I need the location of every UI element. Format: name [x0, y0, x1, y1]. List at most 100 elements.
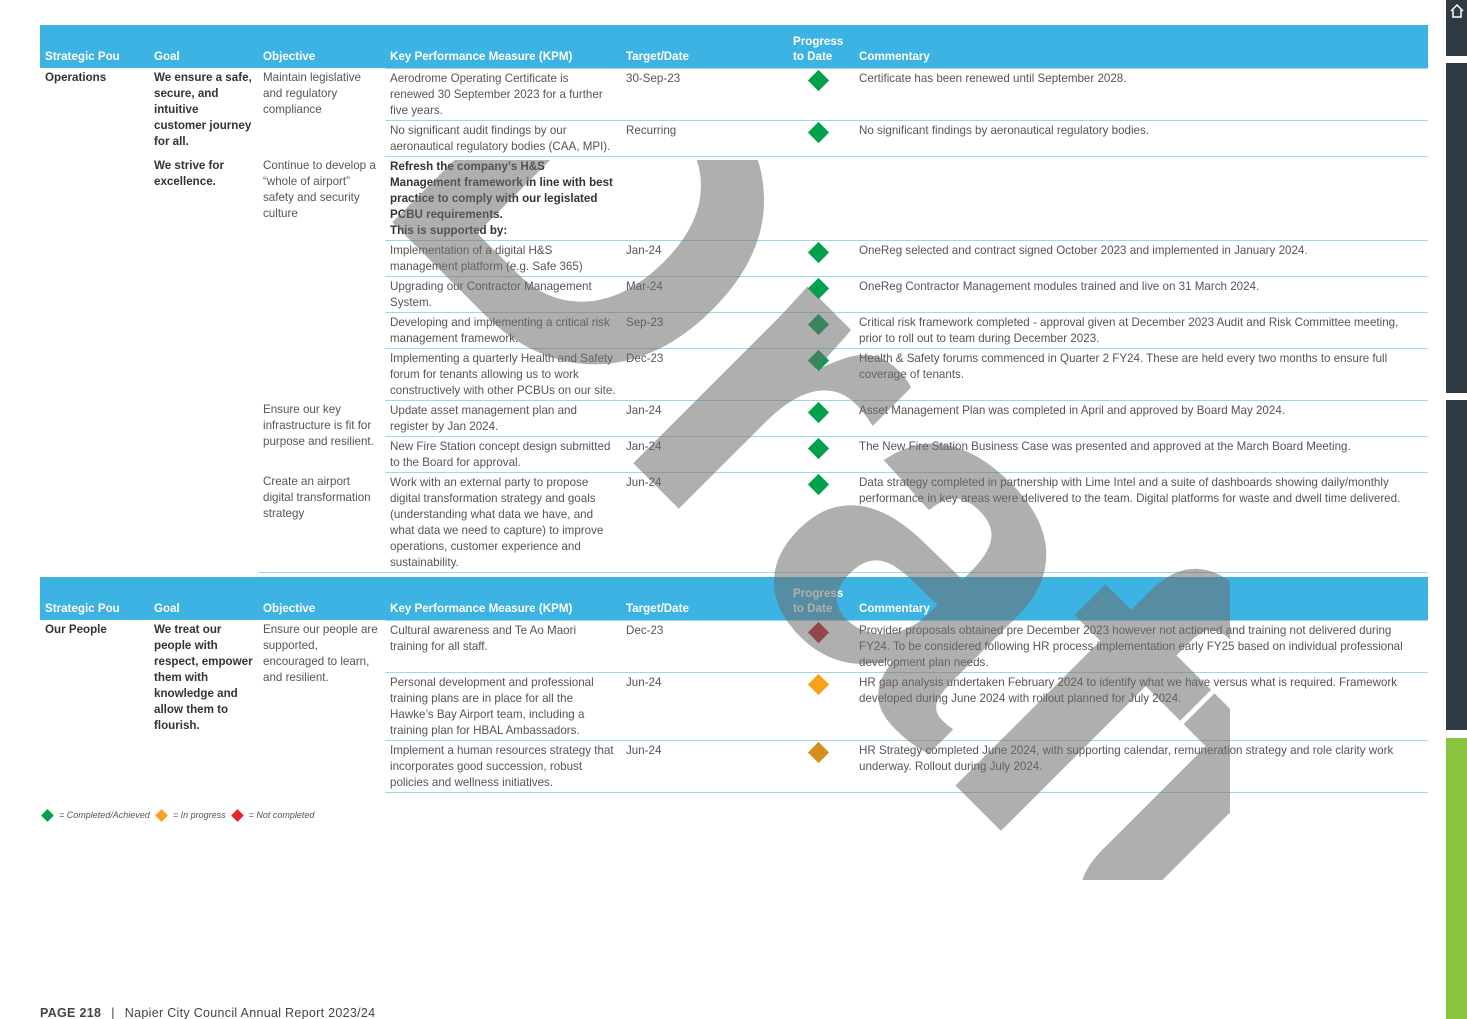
- sidebar-section-tab[interactable]: [1446, 400, 1467, 730]
- header-strategic-pou: Strategic Pou: [40, 577, 149, 620]
- objective-cell: Ensure our people are supported, encoura…: [263, 623, 378, 684]
- kpm-cell: Refresh the company’s H&S Management fra…: [385, 155, 621, 240]
- strategic-pou-cell: Our People: [45, 623, 107, 636]
- completed-diamond-icon: [807, 313, 830, 335]
- status-legend: = Completed/Achieved = In progress = Not…: [40, 808, 314, 822]
- table-row: Personal development and professional tr…: [40, 671, 1428, 740]
- progress-cell: [789, 671, 854, 740]
- kpm-cell: No significant audit findings by our aer…: [385, 119, 621, 157]
- objective-cell: Maintain legislative and regulatory comp…: [263, 71, 361, 116]
- target-cell: 30-Sep-23: [621, 67, 789, 120]
- header-objective: Objective: [258, 25, 385, 68]
- kpm-cell: Implementing a quarterly Health and Safe…: [385, 347, 621, 401]
- kpm-subheading: This is supported by:: [390, 223, 508, 237]
- in-progress-diamond-icon: [807, 673, 830, 695]
- header-progress-line2: to Date: [793, 49, 833, 63]
- header-progress-line2: to Date: [793, 601, 833, 615]
- target-cell: Sep-23: [621, 311, 789, 348]
- completed-diamond-icon: [807, 473, 830, 495]
- table-row: Create an airport digital transformation…: [40, 471, 1428, 573]
- table-row: Continue to develop a “whole of airport”…: [40, 155, 1428, 240]
- header-progress-line1: Progress: [793, 34, 844, 48]
- table-row: Implementing a quarterly Health and Safe…: [40, 347, 1428, 401]
- target-cell: Jan-24: [621, 435, 789, 473]
- sidebar-section-tab[interactable]: [1446, 63, 1467, 393]
- commentary-cell: OneReg Contractor Management modules tra…: [854, 275, 1428, 312]
- table-header-row: Strategic Pou Goal Objective Key Perform…: [40, 577, 1428, 620]
- commentary-cell: HR Strategy completed June 2024, with su…: [854, 739, 1428, 793]
- home-icon[interactable]: [1449, 2, 1465, 20]
- commentary-cell: Certificate has been renewed until Septe…: [854, 67, 1428, 120]
- kpm-cell: Upgrading our Contractor Management Syst…: [385, 275, 621, 312]
- table-row: Our People We treat our people with resp…: [40, 619, 1428, 732]
- table-row: Implementation of a digital H&S manageme…: [40, 239, 1428, 276]
- completed-diamond-icon: [807, 241, 830, 263]
- target-cell: Jun-24: [621, 671, 789, 740]
- target-cell: Dec-23: [621, 619, 789, 672]
- kpm-table-people: Strategic Pou Goal Objective Key Perform…: [40, 577, 1428, 793]
- table-header-row: Strategic Pou Goal Objective Key Perform…: [40, 25, 1428, 68]
- target-cell: Jun-24: [621, 739, 789, 793]
- completed-diamond-icon: [807, 277, 830, 299]
- header-goal: Goal: [149, 25, 258, 68]
- header-goal: Goal: [149, 577, 258, 620]
- kpm-cell: Work with an external party to propose d…: [385, 471, 621, 573]
- completed-diamond-icon: [807, 401, 830, 423]
- progress-cell: [789, 67, 854, 120]
- commentary-cell: Health & Safety forums commenced in Quar…: [854, 347, 1428, 401]
- header-kpm: Key Performance Measure (KPM): [385, 25, 621, 68]
- goal-cell: We treat our people with respect, empowe…: [154, 623, 253, 732]
- header-kpm: Key Performance Measure (KPM): [385, 577, 621, 620]
- progress-cell: [789, 399, 854, 436]
- progress-cell: [789, 471, 854, 573]
- progress-cell: [789, 311, 854, 348]
- kpm-cell: Personal development and professional tr…: [385, 671, 621, 740]
- legend-completed: = Completed/Achieved: [59, 810, 150, 820]
- report-title: Napier City Council Annual Report 2023/2…: [124, 1006, 376, 1019]
- header-strategic-pou: Strategic Pou: [40, 25, 149, 68]
- sidebar-section-tab-active[interactable]: [1446, 738, 1467, 1019]
- progress-cell: [789, 239, 854, 276]
- kpm-cell: Update asset management plan and registe…: [385, 399, 621, 436]
- kpm-table-operations: Strategic Pou Goal Objective Key Perform…: [40, 25, 1428, 573]
- target-cell: Jan-24: [621, 239, 789, 276]
- goal-cell: We ensure a safe, secure, and intuitive …: [149, 68, 258, 572]
- page-footer: PAGE 218|Napier City Council Annual Repo…: [40, 1006, 375, 1019]
- not-completed-diamond-icon: [230, 808, 244, 822]
- target-cell: Dec-23: [621, 347, 789, 401]
- table-row: Upgrading our Contractor Management Syst…: [40, 275, 1428, 312]
- kpm-cell: Aerodrome Operating Certificate is renew…: [385, 67, 621, 120]
- commentary-cell: Asset Management Plan was completed in A…: [854, 399, 1428, 436]
- commentary-cell: OneReg selected and contract signed Octo…: [854, 239, 1428, 276]
- page-number: PAGE 218: [40, 1006, 102, 1019]
- not-completed-diamond-icon: [807, 621, 830, 643]
- header-commentary: Commentary: [854, 577, 1428, 620]
- kpm-cell: Cultural awareness and Te Ao Maori train…: [385, 619, 621, 672]
- progress-cell: [789, 275, 854, 312]
- table-row: Implement a human resources strategy tha…: [40, 739, 1428, 793]
- legend-in-progress: = In progress: [172, 810, 226, 820]
- header-commentary: Commentary: [854, 25, 1428, 68]
- strategic-pou-cell: Operations: [45, 71, 107, 84]
- in-progress-diamond-icon: [154, 808, 168, 822]
- commentary-cell: [854, 155, 1428, 240]
- target-cell: Jun-24: [621, 471, 789, 573]
- goal-text: We ensure a safe, secure, and intuitive …: [154, 71, 252, 148]
- header-objective: Objective: [258, 577, 385, 620]
- target-cell: [621, 155, 789, 240]
- objective-cell: Create an airport digital transformation…: [258, 472, 385, 573]
- header-target: Target/Date: [621, 577, 789, 620]
- header-progress-line1: Progress: [793, 586, 844, 600]
- kpm-cell: Developing and implementing a critical r…: [385, 311, 621, 348]
- commentary-cell: HR gap analysis undertaken February 2024…: [854, 671, 1428, 740]
- kpm-cell: New Fire Station concept design submitte…: [385, 435, 621, 473]
- kpm-heading: Refresh the company’s H&S Management fra…: [390, 159, 613, 221]
- progress-cell: [789, 347, 854, 401]
- objective-cell: Continue to develop a “whole of airport”…: [263, 159, 376, 220]
- kpm-cell: Implement a human resources strategy tha…: [385, 739, 621, 793]
- commentary-cell: Critical risk framework completed - appr…: [854, 311, 1428, 348]
- progress-cell: [789, 739, 854, 793]
- table-row: Developing and implementing a critical r…: [40, 311, 1428, 348]
